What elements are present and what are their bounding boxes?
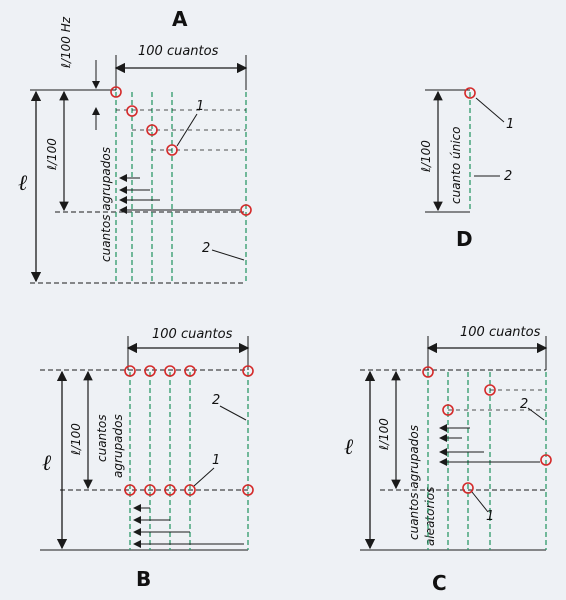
- panel-b-bottom-circle-4: [184, 484, 196, 496]
- panel-d-l100-label: ℓ/100: [419, 140, 433, 173]
- panel-c-rotated-label-2: aleatorios: [423, 487, 437, 546]
- panel-a-circle-4: [166, 144, 178, 156]
- panel-a-l100hz-label: ℓ/100 Hz: [59, 16, 73, 69]
- panel-a-callout-1: 1: [196, 99, 204, 114]
- panel-d-letter: D: [456, 227, 473, 251]
- panel-b-top-circle-5: [242, 365, 254, 377]
- panel-c-callout-1-line: [471, 491, 489, 513]
- panel-a-l-symbol: ℓ: [18, 171, 28, 196]
- panel-b-rotated-label-1: cuantos: [95, 415, 109, 462]
- panel-d-callout-2: 2: [504, 169, 512, 184]
- panel-a-circle-5: [240, 204, 252, 216]
- panel-c-l-symbol: ℓ: [344, 435, 354, 460]
- panel-b-callout-1: 1: [212, 453, 220, 468]
- panel-c-circle-2: [484, 384, 496, 396]
- panel-b-bottom-circle-1: [124, 484, 136, 496]
- panel-c-letter: C: [432, 571, 447, 595]
- panel-c-rotated-label-1: cuantos agrupados: [407, 425, 421, 540]
- panel-a-circle-3: [146, 124, 158, 136]
- panel-d-rotated-label: cuanto único: [449, 126, 463, 204]
- panel-a-circle-2: [126, 105, 138, 117]
- panel-b-callout-2-line: [219, 405, 247, 421]
- panel-b-top-circle-3: [164, 365, 176, 377]
- panel-b-top-circle-4: [184, 365, 196, 377]
- panel-b-bottom-circle-2: [144, 484, 156, 496]
- panel-c-circle-4: [540, 454, 552, 466]
- panel-b: B 100 cuantos ℓ ℓ/100 cuantos agrupados: [40, 327, 254, 591]
- panel-c-circle-1: [422, 366, 434, 378]
- panel-c-circle-3: [442, 404, 454, 416]
- panel-b-callout-1-line: [193, 467, 215, 487]
- panel-b-l-symbol: ℓ: [42, 451, 52, 476]
- panel-b-top-circle-1: [124, 365, 136, 377]
- panel-c-callout-1: 1: [486, 509, 494, 524]
- panel-b-l100-label: ℓ/100: [69, 423, 83, 456]
- panel-a-hundred-label: 100 cuantos: [138, 44, 219, 59]
- panel-a-callout-2-line: [211, 249, 245, 261]
- panel-a-letter: A: [172, 7, 188, 31]
- panel-d-circle: [464, 87, 476, 99]
- panel-a-rotated-label: cuantos agrupados: [99, 147, 113, 262]
- panel-b-hundred-label: 100 cuantos: [152, 327, 233, 342]
- panel-b-bottom-circle-5: [242, 484, 254, 496]
- panel-b-top-circle-2: [144, 365, 156, 377]
- panel-a-l100-label: ℓ/100: [45, 138, 59, 171]
- panel-d-callout-1: 1: [506, 117, 514, 132]
- panel-a-circle-1: [110, 86, 122, 98]
- panel-c: C 100 cuantos ℓ ℓ/100 cuantos agrupados …: [344, 325, 552, 595]
- panel-d: D ℓ/100 cuanto único 1 2: [419, 87, 514, 251]
- panel-a-callout-2: 2: [202, 241, 210, 256]
- panel-a-callout-1-line: [176, 113, 198, 147]
- panel-b-letter: B: [136, 567, 151, 591]
- panel-c-callout-2: 2: [520, 397, 528, 412]
- panel-b-callout-2: 2: [212, 393, 220, 408]
- panel-c-circle-5: [462, 482, 474, 494]
- panel-b-rotated-label-2: agrupados: [111, 414, 125, 478]
- panel-c-hundred-label: 100 cuantos: [460, 325, 541, 340]
- panel-d-callout-1-line: [475, 97, 505, 123]
- panel-b-bottom-circle-3: [164, 484, 176, 496]
- panel-c-callout-2-line: [527, 407, 545, 421]
- panel-a: A 100 cuantos ℓ/100 Hz ℓ ℓ/100 cuantos a…: [18, 7, 252, 284]
- panel-c-l100-label: ℓ/100: [377, 418, 391, 451]
